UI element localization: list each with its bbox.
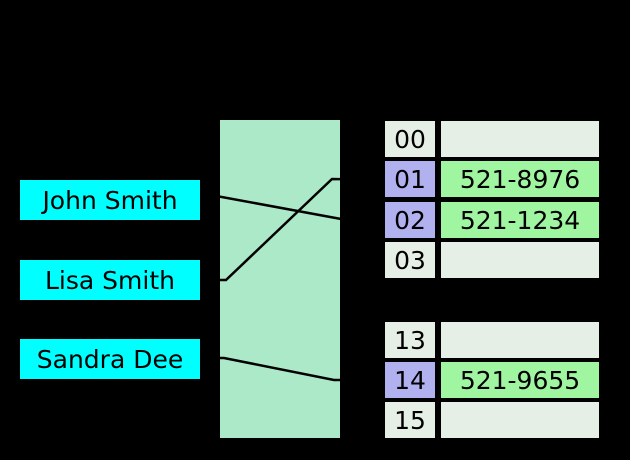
bucket-index: 03 bbox=[385, 242, 435, 278]
key-label: John Smith bbox=[42, 185, 178, 215]
bucket-index: 01 bbox=[385, 161, 435, 197]
bucket-value bbox=[441, 242, 599, 278]
hash-function-box bbox=[220, 120, 340, 438]
key-box-john-smith: John Smith bbox=[20, 180, 200, 220]
bucket-index: 02 bbox=[385, 202, 435, 238]
bucket-value: 521-9655 bbox=[441, 362, 599, 398]
bucket-value bbox=[441, 402, 599, 438]
bucket-index: 14 bbox=[385, 362, 435, 398]
bucket-index: 00 bbox=[385, 121, 435, 157]
bucket-value bbox=[441, 121, 599, 157]
bucket-value: 521-1234 bbox=[441, 202, 599, 238]
bucket-value: 521-8976 bbox=[441, 161, 599, 197]
key-label: Lisa Smith bbox=[45, 265, 175, 295]
bucket-index: 13 bbox=[385, 322, 435, 358]
key-box-sandra-dee: Sandra Dee bbox=[20, 339, 200, 379]
key-box-lisa-smith: Lisa Smith bbox=[20, 260, 200, 300]
key-label: Sandra Dee bbox=[36, 344, 184, 374]
bucket-index: 15 bbox=[385, 402, 435, 438]
bucket-value bbox=[441, 322, 599, 358]
